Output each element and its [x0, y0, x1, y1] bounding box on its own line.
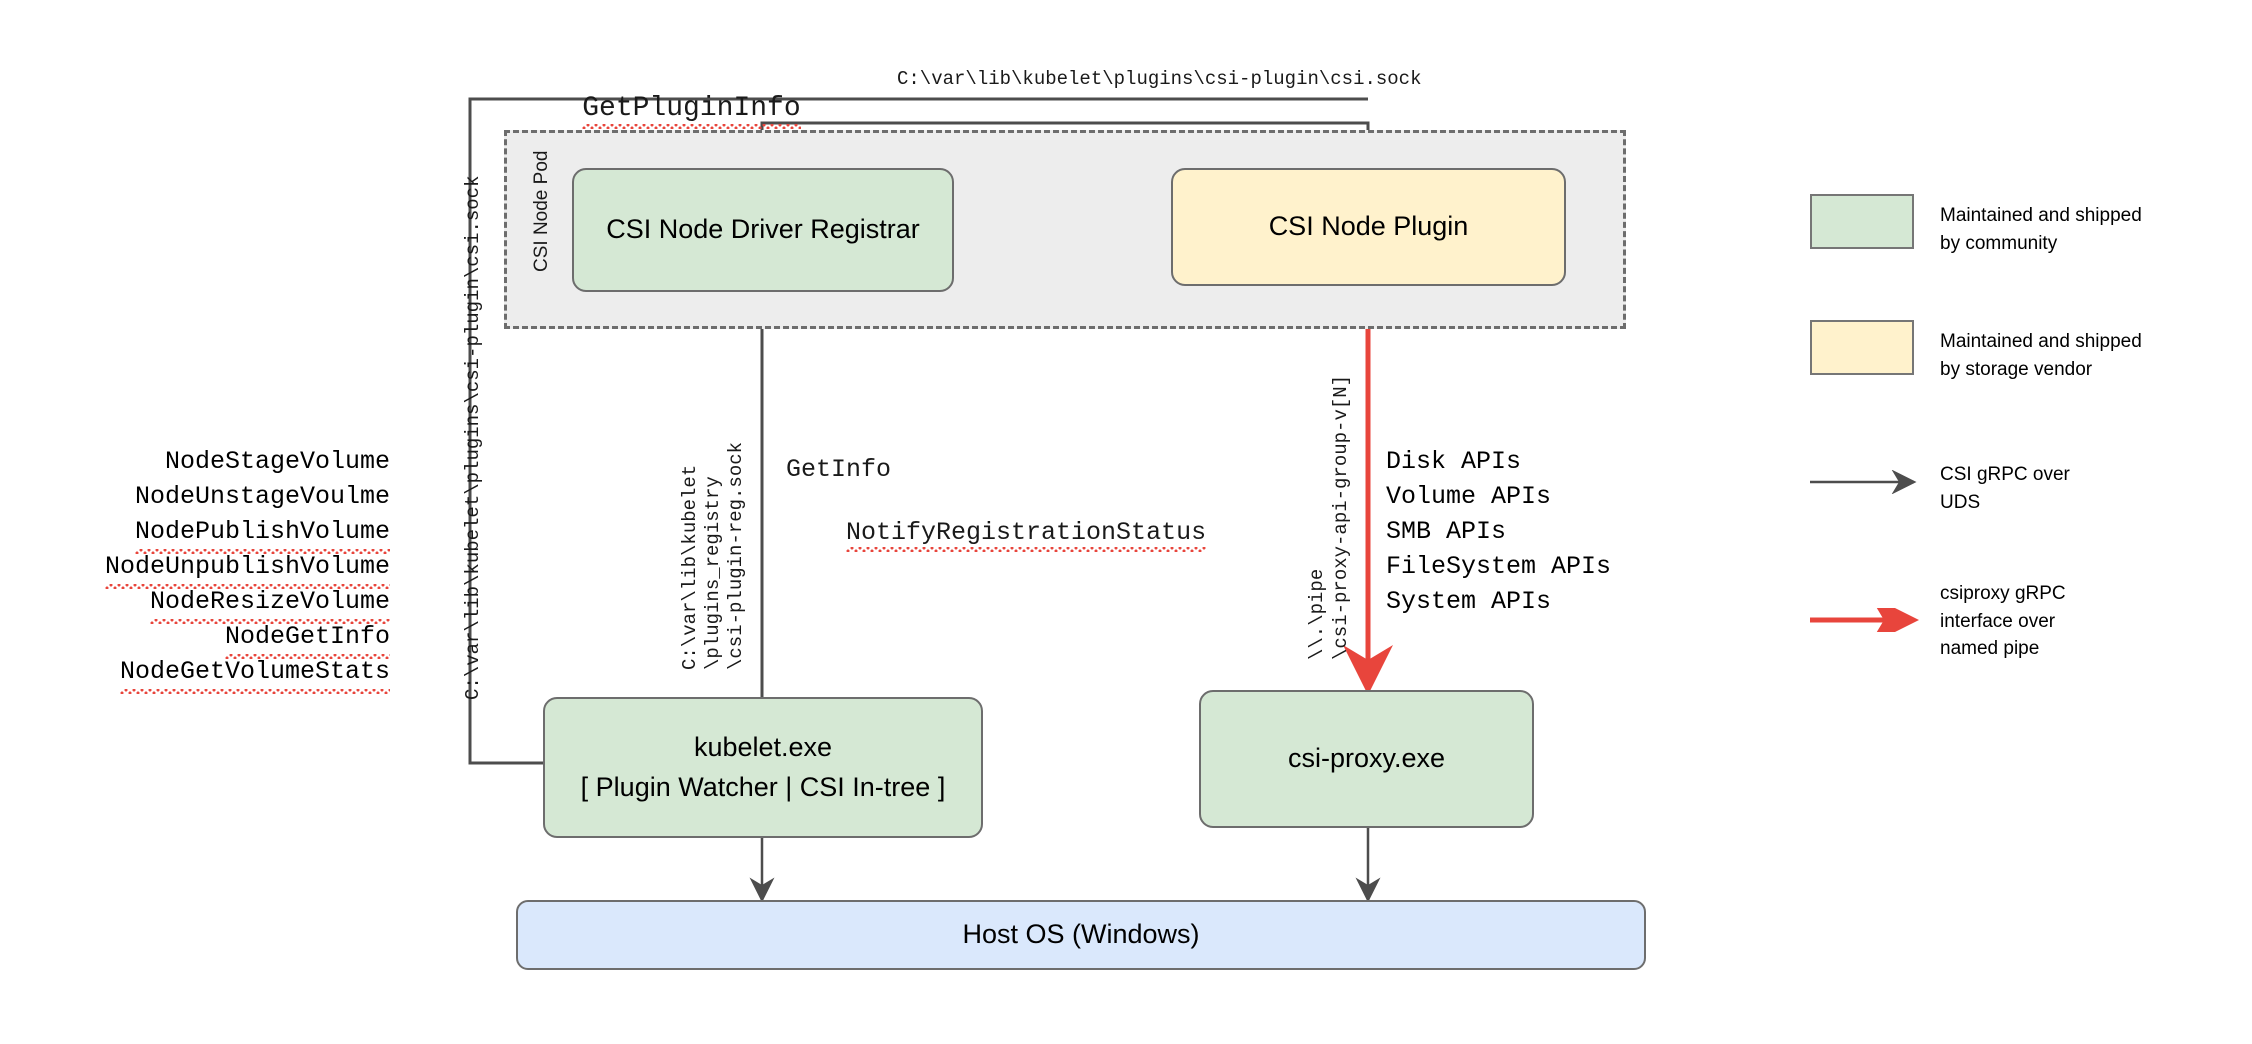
node-csi-node-driver-registrar[interactable]: CSI Node Driver Registrar — [572, 168, 954, 292]
api-label: NodeResizeVolume — [149, 584, 391, 624]
legend-swatch-vendor — [1810, 320, 1914, 375]
node-label: CSI Node Plugin — [1268, 211, 1469, 242]
getplugininfo-text: GetPluginInfo — [582, 93, 802, 129]
api-label: FileSystem APIs — [1386, 552, 1612, 581]
legend-line-1: csiproxy gRPC — [1940, 583, 2066, 604]
annotation-getinfo: GetInfo — [786, 455, 892, 484]
node-label: csi-proxy.exe — [1287, 743, 1446, 774]
csi-proxy-api-list: Disk APIs Volume APIs SMB APIs FileSyste… — [1386, 444, 1686, 619]
annotation-named-pipe-line2: \csi-proxy-api-group-v[N] — [1330, 374, 1352, 660]
legend-swatch-community — [1810, 194, 1914, 249]
api-label: NodeUnpublishVolume — [104, 549, 391, 589]
node-label: Host OS (Windows) — [962, 919, 1200, 950]
node-label: CSI Node Driver Registrar — [606, 214, 920, 245]
annotation-named-pipe-line1: \\.\pipe — [1306, 568, 1328, 660]
api-label: SMB APIs — [1386, 517, 1507, 546]
legend-item-csi-grpc: CSI gRPC over UDS — [1940, 461, 2070, 516]
api-label: NodeUnstageVoulme — [134, 482, 390, 511]
annotation-registry-path-line1: C:\var\lib\kubelet — [679, 464, 701, 670]
legend-item-csiproxy-grpc: csiproxy gRPC interface over named pipe — [1940, 580, 2066, 663]
node-kubelet-exe[interactable]: kubelet.exe [ Plugin Watcher | CSI In-tr… — [543, 697, 983, 838]
csi-node-api-list: NodeStageVolume NodeUnstageVoulme NodePu… — [60, 444, 391, 694]
api-label: NodeGetInfo — [224, 619, 391, 659]
legend-item-community: Maintained and shipped by community — [1940, 202, 2142, 257]
legend-line-2: UDS — [1940, 491, 1981, 513]
legend-item-vendor: Maintained and shipped by storage vendor — [1940, 328, 2142, 383]
api-item: NodeGetVolumeStats — [60, 654, 391, 694]
legend-line-1: Maintained and shipped — [1940, 205, 2142, 226]
annotation-notifyregistrationstatus: NotifyRegistrationStatus — [786, 489, 1207, 576]
api-label: System APIs — [1386, 587, 1552, 616]
legend-line-2: by community — [1940, 232, 2058, 254]
api-item: NodeResizeVolume — [60, 584, 391, 624]
annotation-csi-sock-path-left: C:\var\lib\kubelet\plugins\csi-plugin\cs… — [462, 175, 484, 701]
api-item: NodeUnstageVoulme — [60, 479, 390, 514]
notifyregistrationstatus-text: NotifyRegistrationStatus — [846, 518, 1207, 552]
api-item: System APIs — [1386, 584, 1686, 619]
csi-node-pod-label: CSI Node Pod — [531, 150, 552, 272]
api-item: NodeUnpublishVolume — [60, 549, 391, 589]
legend-arrow-red-icon — [1810, 608, 1919, 632]
node-csi-proxy-exe[interactable]: csi-proxy.exe — [1199, 690, 1534, 828]
api-item: Volume APIs — [1386, 479, 1686, 514]
legend-arrow-gray-icon — [1810, 470, 1917, 494]
api-item: NodePublishVolume — [60, 514, 391, 554]
annotation-registry-path-line3: \csi-plugin-reg.sock — [725, 441, 747, 670]
legend-line-2: by storage vendor — [1940, 358, 2093, 380]
node-host-os[interactable]: Host OS (Windows) — [516, 900, 1646, 970]
legend-line-1: CSI gRPC over — [1940, 464, 2070, 485]
annotation-getplugininfo: GetPluginInfo — [515, 62, 802, 155]
api-label: NodeGetVolumeStats — [119, 654, 391, 694]
api-item: NodeStageVolume — [60, 444, 390, 479]
legend: Maintained and shipped by community Main… — [1800, 180, 2220, 720]
annotation-registry-path-line2: \plugins_registry — [702, 476, 724, 670]
legend-line-2: interface over — [1940, 610, 2056, 632]
kubelet-label-line2: [ Plugin Watcher | CSI In-tree ] — [580, 771, 946, 802]
legend-line-3: named pipe — [1940, 638, 2040, 660]
api-label: NodePublishVolume — [134, 514, 391, 554]
node-csi-node-plugin[interactable]: CSI Node Plugin — [1171, 168, 1566, 286]
api-item: FileSystem APIs — [1386, 549, 1686, 584]
api-label: Disk APIs — [1386, 447, 1522, 476]
api-item: Disk APIs — [1386, 444, 1686, 479]
api-item: SMB APIs — [1386, 514, 1686, 549]
api-label: NodeStageVolume — [164, 447, 390, 476]
legend-line-1: Maintained and shipped — [1940, 331, 2142, 352]
kubelet-label-line1: kubelet.exe — [693, 732, 833, 763]
api-item: NodeGetInfo — [60, 619, 391, 659]
annotation-csi-sock-path-top: C:\var\lib\kubelet\plugins\csi-plugin\cs… — [897, 68, 1422, 90]
api-label: Volume APIs — [1386, 482, 1552, 511]
